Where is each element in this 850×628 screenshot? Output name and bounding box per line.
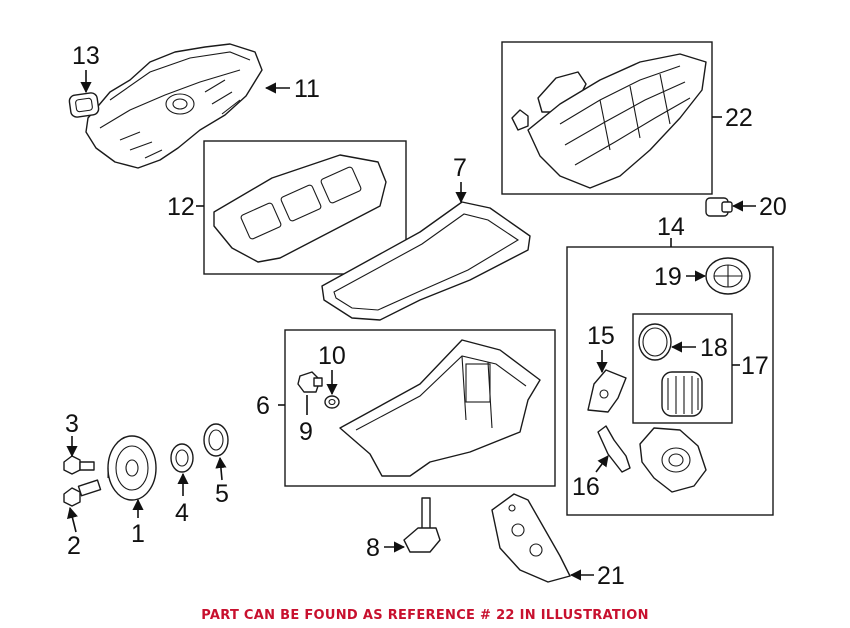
gasket-part-15 <box>587 369 627 413</box>
callout-14: 14 <box>657 213 685 241</box>
callout-13: 13 <box>72 42 100 70</box>
oil-filter-oring-part <box>638 323 672 361</box>
reference-note: PART CAN BE FOUND AS REFERENCE # 22 IN I… <box>201 608 649 623</box>
intake-manifold-part <box>511 53 707 189</box>
group-box-22 <box>501 41 713 195</box>
group-box-14 <box>566 246 774 516</box>
oil-pump-part <box>491 493 571 583</box>
bolt-part-2 <box>63 479 102 507</box>
leader-lines <box>66 70 756 581</box>
callout-3: 3 <box>65 410 79 438</box>
callout-6: 6 <box>256 392 270 420</box>
crankshaft-seal-part-5 <box>203 423 229 457</box>
oil-level-sensor-part <box>403 497 441 553</box>
valve-cover-gasket-part <box>213 154 387 263</box>
callout-16: 16 <box>572 473 600 501</box>
oil-cap-seal-part <box>68 92 100 118</box>
callout-15: 15 <box>587 322 615 350</box>
callout-19: 19 <box>654 263 682 291</box>
callout-10: 10 <box>318 342 346 370</box>
callout-18: 18 <box>700 334 728 362</box>
callout-12: 12 <box>167 193 195 221</box>
callout-4: 4 <box>175 499 189 527</box>
group-box-17 <box>632 313 733 424</box>
oil-pan-gasket-part <box>321 201 531 321</box>
callout-2: 2 <box>67 532 81 560</box>
oil-filter-element-part <box>661 371 703 417</box>
callout-22: 22 <box>725 104 753 132</box>
callout-11: 11 <box>294 75 320 103</box>
callout-8: 8 <box>366 534 380 562</box>
valve-cover-part <box>85 43 263 169</box>
oil-pan-part <box>339 339 541 477</box>
callout-17: 17 <box>741 352 769 380</box>
oil-filter-housing-part <box>639 427 707 493</box>
callout-21: 21 <box>597 562 625 590</box>
oil-filter-cap-part <box>705 257 751 295</box>
sensor-part-20 <box>705 197 733 217</box>
group-box-6 <box>284 329 556 487</box>
callout-7: 7 <box>453 154 467 182</box>
drain-plug-part <box>297 371 323 393</box>
group-box-12 <box>203 140 407 275</box>
crankshaft-seal-part-4 <box>170 443 194 473</box>
gasket-part-16 <box>597 425 631 473</box>
callout-9: 9 <box>299 418 313 446</box>
callout-1: 1 <box>131 520 145 548</box>
drain-plug-washer-part <box>324 395 340 409</box>
bolt-part-3 <box>63 455 95 475</box>
callout-20: 20 <box>759 193 787 221</box>
crankshaft-pulley-part <box>107 435 157 501</box>
callout-5: 5 <box>215 480 229 508</box>
